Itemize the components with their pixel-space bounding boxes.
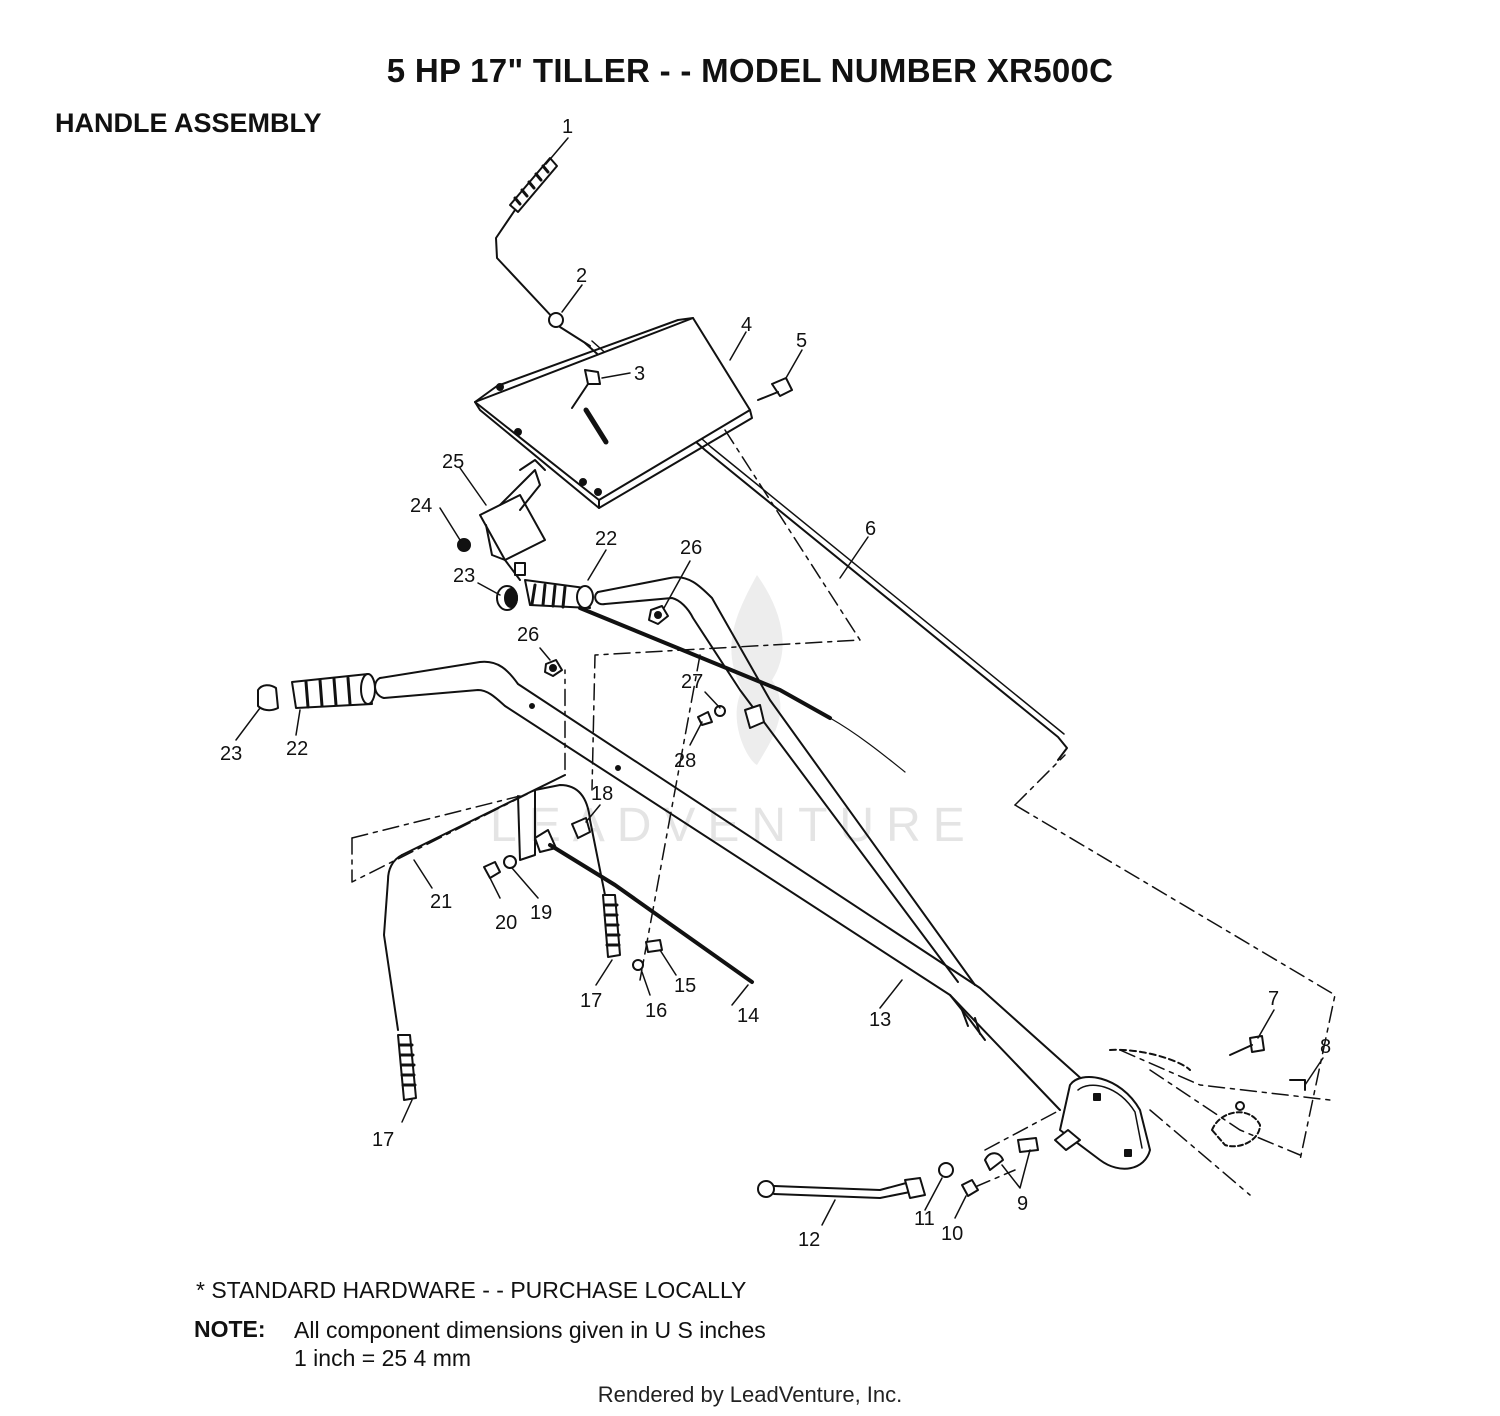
leader-lines xyxy=(235,137,1324,1226)
part-27-28-fasteners xyxy=(697,704,765,729)
callout-3: 3 xyxy=(634,363,645,385)
callout-17-right: 17 xyxy=(580,990,602,1012)
callout-21: 21 xyxy=(430,891,452,913)
part-9-10-11-hardware xyxy=(938,1137,1039,1197)
callout-9: 9 xyxy=(1017,1193,1028,1215)
callout-22-lower: 22 xyxy=(286,738,308,760)
callout-6: 6 xyxy=(865,518,876,540)
rendered-by-credit: Rendered by LeadVenture, Inc. xyxy=(597,1382,903,1407)
note-label: NOTE: xyxy=(194,1316,266,1342)
transmission-housing xyxy=(1054,1048,1191,1170)
callout-22-upper: 22 xyxy=(595,528,617,550)
callout-labels: 1 2 3 4 5 6 7 8 9 10 11 12 13 14 15 16 1… xyxy=(220,116,1331,1251)
callout-19: 19 xyxy=(530,902,552,924)
upper-handle-tube xyxy=(594,576,976,986)
note-line-1: All component dimensions given in U S in… xyxy=(294,1317,766,1343)
part-5-bolt xyxy=(757,377,793,401)
note-line-2: 1 inch = 25 4 mm xyxy=(294,1345,472,1371)
callout-17-left: 17 xyxy=(372,1129,394,1151)
callout-12: 12 xyxy=(798,1229,820,1251)
part-18-screw xyxy=(571,817,591,839)
part-23-lower-cap xyxy=(257,684,279,712)
callout-14: 14 xyxy=(737,1005,759,1027)
callout-4: 4 xyxy=(741,314,752,336)
section-subtitle: HANDLE ASSEMBLY xyxy=(55,108,322,138)
callout-25: 25 xyxy=(442,451,464,473)
part-2-nut xyxy=(548,312,591,347)
callout-26-upper: 26 xyxy=(680,537,702,559)
part-22-upper-grip xyxy=(524,579,594,609)
callout-10: 10 xyxy=(941,1223,963,1245)
watermark-text: LEADVENTURE xyxy=(490,799,977,852)
part-3-screw xyxy=(571,369,609,445)
part-26-nuts xyxy=(544,605,669,677)
part-15-16-hardware xyxy=(632,939,663,971)
callout-1: 1 xyxy=(562,116,573,138)
leadventure-flame-watermark-icon xyxy=(731,575,783,765)
callout-28: 28 xyxy=(674,750,696,772)
callout-20: 20 xyxy=(495,912,517,934)
callout-16: 16 xyxy=(645,1000,667,1022)
part-12-shift-lever xyxy=(757,1177,926,1199)
dimensions-note: NOTE: All component dimensions given in … xyxy=(194,1316,766,1372)
callout-5: 5 xyxy=(796,330,807,352)
standard-hardware-note: * STANDARD HARDWARE - - PURCHASE LOCALLY xyxy=(196,1277,747,1303)
part-24-nut xyxy=(457,538,471,552)
callout-13: 13 xyxy=(869,1009,891,1031)
callout-15: 15 xyxy=(674,975,696,997)
part-23-upper-cap xyxy=(496,585,518,611)
callout-26-lower: 26 xyxy=(517,624,539,646)
part-25-bracket xyxy=(479,459,546,581)
page-title: 5 HP 17" TILLER - - MODEL NUMBER XR500C xyxy=(386,52,1114,89)
part-17-grips xyxy=(397,894,621,1101)
callout-23-lower: 23 xyxy=(220,743,242,765)
part-4-panel xyxy=(474,317,753,509)
callout-23-upper: 23 xyxy=(453,565,475,587)
callout-2: 2 xyxy=(576,265,587,287)
part-1-rod-grip xyxy=(495,157,558,321)
callout-7: 7 xyxy=(1268,988,1279,1010)
callout-24: 24 xyxy=(410,495,432,517)
part-13-main-handle xyxy=(374,660,1086,1111)
callout-8: 8 xyxy=(1320,1036,1331,1058)
part-14-cable xyxy=(548,843,754,984)
throttle-cable-upper xyxy=(578,606,832,720)
part-19-20-hardware xyxy=(483,855,517,879)
part-21-control-rod xyxy=(383,774,566,1031)
part-7-8-hardware xyxy=(1211,1035,1306,1148)
callout-27: 27 xyxy=(681,671,703,693)
callout-18: 18 xyxy=(591,783,613,805)
part-22-lower-grip xyxy=(291,673,376,709)
callout-11: 11 xyxy=(914,1208,935,1230)
